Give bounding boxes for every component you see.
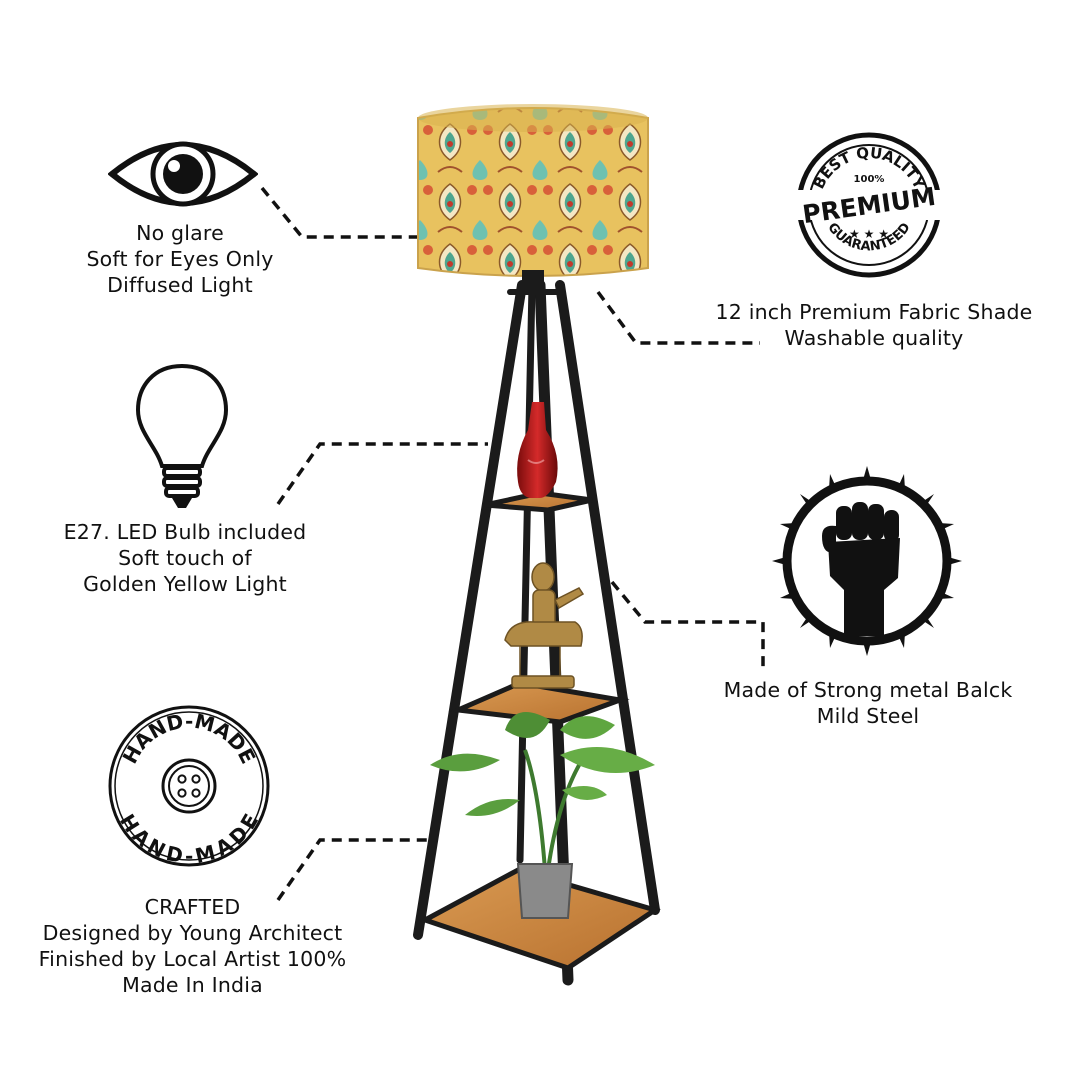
crafted-line-3: Finished by Local Artist 100% xyxy=(38,947,347,971)
metal-caption: Made of Strong metal Balck Mild Steel xyxy=(700,677,1036,729)
connector-lines xyxy=(260,186,765,902)
red-vase xyxy=(517,402,558,498)
crafted-line-1: CRAFTED xyxy=(144,895,241,919)
premium-badge-icon: BEST QUALITY 100% PREMIUM ★ ★ ★ GUARANTE… xyxy=(794,130,944,280)
crafted-line-2: Designed by Young Architect xyxy=(42,921,343,945)
metal-line-1: Made of Strong metal Balck xyxy=(723,678,1013,702)
shade-caption: 12 inch Premium Fabric Shade Washable qu… xyxy=(696,299,1052,351)
lamp-shade xyxy=(417,104,649,277)
glare-line-2: Soft for Eyes Only xyxy=(86,247,274,271)
metal-line-2: Mild Steel xyxy=(816,704,920,728)
connector-glare xyxy=(260,186,420,239)
crafted-caption: CRAFTED Designed by Young Architect Fini… xyxy=(20,894,365,998)
raised-fist-icon xyxy=(772,466,962,656)
connector-shade xyxy=(596,290,760,345)
glare-caption: No glare Soft for Eyes Only Diffused Lig… xyxy=(60,220,300,298)
light-bulb-icon xyxy=(132,362,232,514)
badge-percent: 100% xyxy=(854,174,885,185)
bulb-line-1: E27. LED Bulb included xyxy=(63,520,307,544)
hand-made-button-icon: HAND-MADE HAND-MADE xyxy=(106,703,272,869)
connector-bulb xyxy=(276,442,488,506)
bulb-caption: E27. LED Bulb included Soft touch of Gol… xyxy=(40,519,330,597)
connector-crafted xyxy=(276,838,430,902)
bulb-line-2: Soft touch of xyxy=(118,546,252,570)
shade-line-2: Washable quality xyxy=(784,326,964,350)
glare-line-3: Diffused Light xyxy=(107,273,253,297)
connector-metal xyxy=(610,580,765,668)
brass-statue xyxy=(504,562,585,689)
bulb-line-3: Golden Yellow Light xyxy=(83,572,287,596)
crafted-line-4: Made In India xyxy=(122,973,263,997)
potted-plant xyxy=(430,712,655,919)
svg-text:★ ★ ★: ★ ★ ★ xyxy=(849,227,889,241)
shade-line-1: 12 inch Premium Fabric Shade xyxy=(715,300,1033,324)
eye-icon xyxy=(107,134,259,214)
glare-line-1: No glare xyxy=(136,221,224,245)
